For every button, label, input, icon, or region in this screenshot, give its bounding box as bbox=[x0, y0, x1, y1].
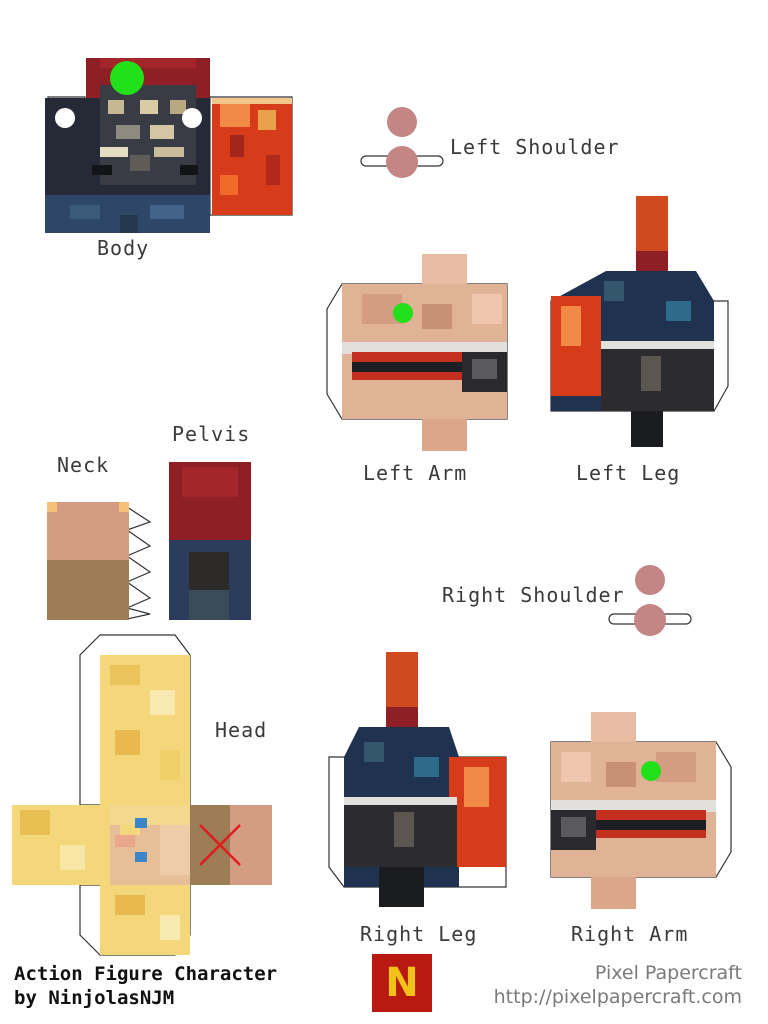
glue-dot bbox=[110, 61, 144, 95]
credit-line-2: by NinjolasNJM bbox=[14, 987, 175, 1009]
site-url[interactable]: http://pixelpapercraft.com bbox=[493, 986, 742, 1008]
left-leg-label: Left Leg bbox=[576, 461, 681, 485]
left-shoulder-template bbox=[360, 107, 444, 178]
right-shoulder-label: Right Shoulder bbox=[442, 583, 625, 607]
right-shoulder-template bbox=[608, 565, 692, 636]
right-arm-template bbox=[550, 712, 732, 909]
pelvis-template bbox=[169, 462, 251, 620]
body-template bbox=[45, 58, 293, 233]
left-arm-template bbox=[326, 254, 508, 451]
head-template bbox=[12, 634, 272, 956]
logo: N bbox=[372, 954, 432, 1012]
neck-label: Neck bbox=[57, 453, 110, 477]
body-label: Body bbox=[97, 236, 150, 260]
left-shoulder-label: Left Shoulder bbox=[450, 135, 620, 159]
right-leg-template bbox=[328, 652, 507, 907]
site-name: Pixel Papercraft bbox=[594, 962, 742, 984]
right-arm-label: Right Arm bbox=[571, 922, 689, 946]
logo-letter: N bbox=[385, 960, 419, 1006]
head-label: Head bbox=[215, 718, 268, 742]
pelvis-label: Pelvis bbox=[172, 422, 251, 446]
right-leg-label: Right Leg bbox=[360, 922, 478, 946]
left-leg-template bbox=[550, 196, 729, 447]
credit-line-1: Action Figure Character bbox=[14, 963, 278, 985]
neck-template bbox=[47, 502, 152, 620]
left-arm-label: Left Arm bbox=[363, 461, 468, 485]
